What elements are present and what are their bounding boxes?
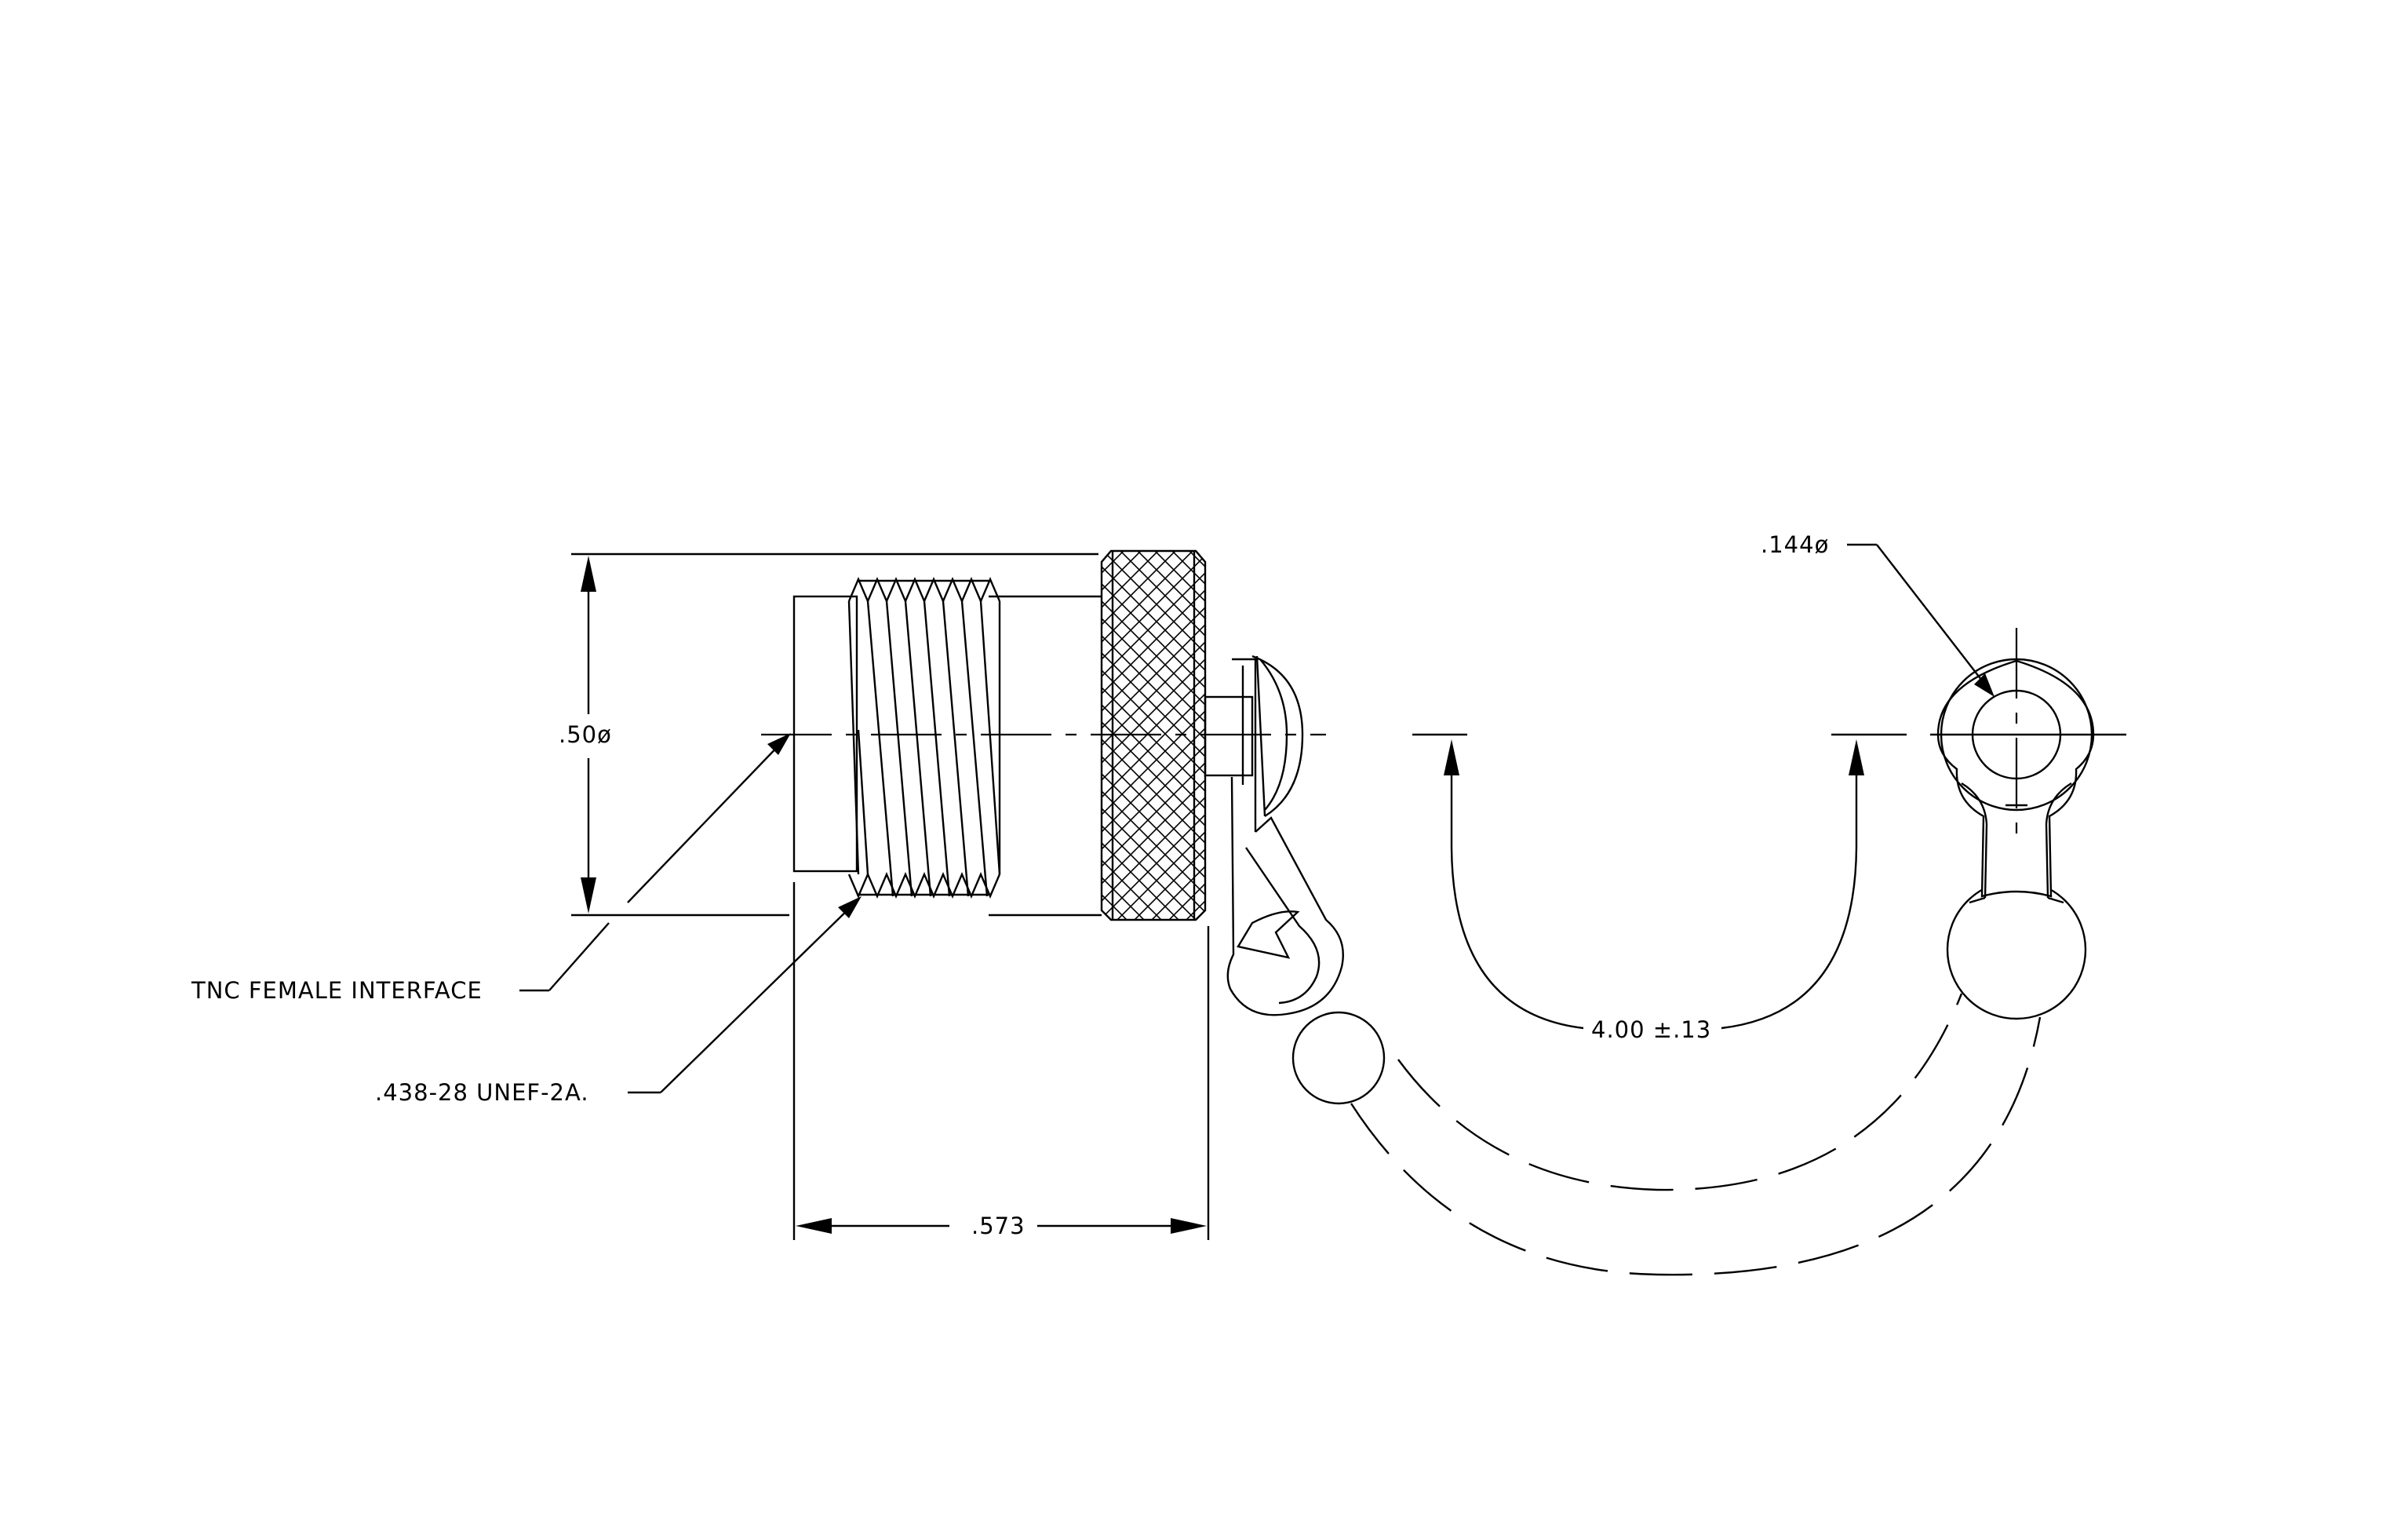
dim-chain-length — [1444, 739, 1864, 1030]
label-diameter-body: .50ø — [559, 721, 612, 748]
chain-outer-arc — [1350, 1016, 2042, 1276]
label-thread-note: .438-28 UNEF-2A. — [375, 1079, 589, 1106]
label-length-dim: .573 — [971, 1213, 1025, 1239]
knurled-cap — [1100, 549, 1207, 921]
leader-thread — [628, 896, 862, 1094]
leader-interface — [519, 733, 791, 992]
interface-body — [792, 595, 1102, 917]
label-interface-note: TNC FEMALE INTERFACE — [191, 977, 483, 1004]
label-diameter-hole: .144ø — [1761, 531, 1829, 558]
chain-ball-left — [1291, 1011, 1386, 1105]
dim-diameter-body — [571, 553, 1098, 917]
leader-hole-diameter — [1847, 543, 1995, 697]
thread-section — [847, 576, 1001, 899]
dim-length — [792, 882, 1210, 1240]
label-chain-length-dim: 4.00 ±.13 — [1591, 1016, 1711, 1043]
chain-tab — [1226, 776, 1344, 1016]
chain-ball-right — [1946, 879, 2087, 1020]
retainer — [1204, 655, 1304, 832]
chain-inner-arc — [1397, 993, 1963, 1191]
